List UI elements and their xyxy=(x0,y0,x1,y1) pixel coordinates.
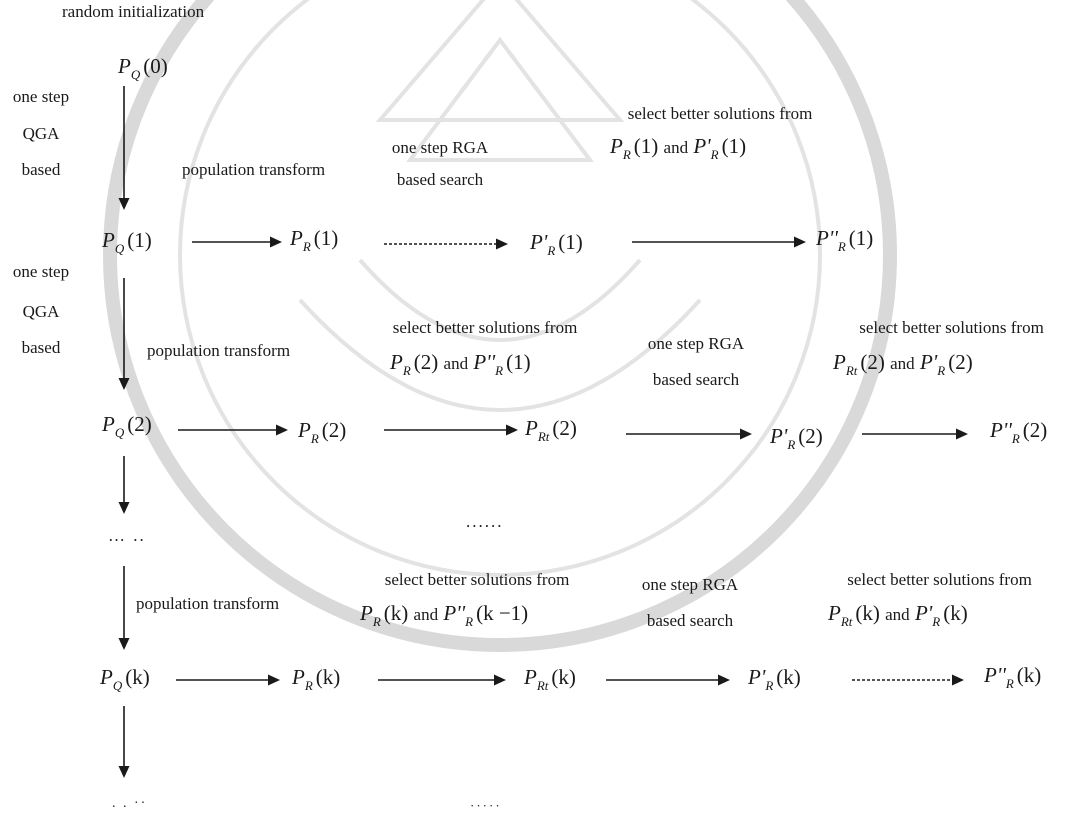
pq-1: PQ(1) xyxy=(102,228,152,256)
p2r-1: P''R(1) xyxy=(816,226,874,254)
arrow-pr1-p1r1 xyxy=(384,238,508,250)
rga-search-label-line2: based search xyxy=(396,170,484,189)
prt-2: PRt(2) xyxy=(525,416,577,444)
arrow-p1r2-p2r2 xyxy=(862,428,968,440)
random-initialization-label: random initialization xyxy=(62,2,205,21)
arrow-pq2-pr2 xyxy=(178,424,288,436)
select-label-5-line2: PRt(k) and P'R(k) xyxy=(828,601,968,629)
rga-search-label-3-line2: based search xyxy=(646,611,734,630)
ellipsis-left-1: … .. xyxy=(108,526,146,545)
population-transform-label-3: population transform xyxy=(136,594,280,613)
select-label-3-line1: select better solutions from xyxy=(859,318,1044,337)
arrow-p1rk-p2rk xyxy=(852,674,964,686)
select-label-5-line1: select better solutions from xyxy=(847,570,1032,589)
arrow-prt2-p1r2 xyxy=(626,428,752,440)
one-step-label-2: one step xyxy=(12,262,70,281)
qga-label: QGA xyxy=(22,124,60,143)
arrow-prtk-p1rk xyxy=(606,674,730,686)
arrow-pq1-pr1 xyxy=(192,236,282,248)
qga-label-2: QGA xyxy=(22,302,60,321)
rga-search-label-3-line1: one step RGA xyxy=(641,575,739,594)
select-label-4-line2: PR(k) and P''R(k −1) xyxy=(360,601,529,629)
p2r-k: P''R(k) xyxy=(984,663,1042,691)
p2r-2: P''R(2) xyxy=(990,418,1048,446)
one-step-label: one step xyxy=(12,87,70,106)
select-label-2-line1: select better solutions from xyxy=(392,318,578,337)
arrow-prk-prtk xyxy=(378,674,506,686)
select-label-4-line1: select better solutions from xyxy=(384,570,570,589)
arrow-p1r1-p2r1 xyxy=(632,236,806,248)
based-label-2: based xyxy=(21,338,61,357)
population-transform-label-2: population transform xyxy=(147,341,291,360)
ellipsis-mid-2: ····· xyxy=(470,798,502,813)
population-transform-label: population transform xyxy=(182,160,326,179)
ellipsis-left-2: . . ·· xyxy=(112,796,148,811)
select-label-line1: select better solutions from xyxy=(627,104,813,123)
p1r-2: P'R(2) xyxy=(770,424,823,452)
prt-k: PRt(k) xyxy=(524,665,576,693)
ellipsis-mid-1: ...... xyxy=(466,512,504,531)
rga-search-label-2-line1: one step RGA xyxy=(647,334,745,353)
arrow-pq2-down xyxy=(118,456,130,514)
arrow-pqk-prk xyxy=(176,674,280,686)
based-label: based xyxy=(21,160,61,179)
arrow-dots-down xyxy=(118,566,130,650)
pr-2: PR(2) xyxy=(298,418,347,446)
arrow-pq1-down xyxy=(118,278,130,390)
arrow-pqk-down xyxy=(118,706,130,778)
pq-0: PQ(0) xyxy=(118,54,168,82)
pq-k: PQ(k) xyxy=(100,665,150,693)
pr-1: PR(1) xyxy=(290,226,339,254)
arrow-init-down xyxy=(118,86,130,210)
arrow-pr2-prt2 xyxy=(384,424,518,436)
select-label-3-line2: PRt(2) and P'R(2) xyxy=(833,350,973,378)
rga-search-label-line1: one step RGA xyxy=(391,138,489,157)
p1r-k: P'R(k) xyxy=(748,665,801,693)
rga-search-label-2-line2: based search xyxy=(652,370,740,389)
pq-2: PQ(2) xyxy=(102,412,152,440)
select-label-line2: PR(1) and P'R(1) xyxy=(610,134,747,162)
select-label-2-line2: PR(2) and P''R(1) xyxy=(390,350,531,378)
pr-k: PR(k) xyxy=(292,665,341,693)
p1r-1: P'R(1) xyxy=(530,230,583,258)
